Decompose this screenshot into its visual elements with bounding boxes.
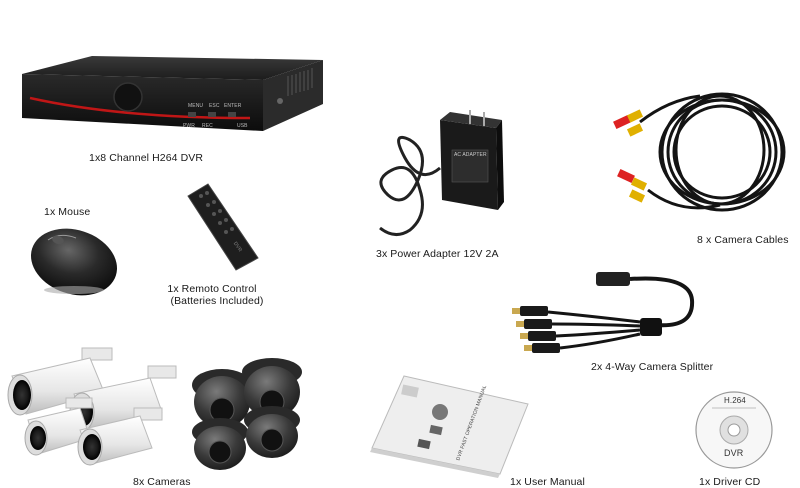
remote-label: 1x Remoto Control (Batteries Included) — [152, 283, 272, 307]
splitter-label: 2x 4-Way Camera Splitter — [591, 361, 714, 373]
dvr-button-menu: MENU — [188, 103, 204, 109]
camera-cables-label: 8 x Camera Cables — [697, 234, 789, 246]
mouse-label: 1x Mouse — [44, 206, 91, 218]
driver-cd-bottom-text: DVR — [724, 448, 744, 458]
user-manual-label: 1x User Manual — [510, 476, 585, 488]
dvr-label: 1x8 Channel H264 DVR — [89, 152, 204, 164]
dvr-button-enter: ENTER — [224, 103, 242, 109]
cameras-label: 8x Cameras — [133, 476, 191, 488]
dvr-button-esc: ESC — [209, 103, 220, 109]
dvr-front-rec: REC — [202, 123, 213, 129]
driver-cd-label: 1x Driver CD — [699, 476, 761, 488]
driver-cd-top-text: H.264 — [724, 396, 746, 405]
remote-label-line2: (Batteries Included) — [170, 295, 264, 307]
remote-label-line1: 1x Remoto Control — [167, 283, 257, 295]
power-adapter-label: 3x Power Adapter 12V 2A — [376, 248, 499, 260]
power-adapter-sticker: AC ADAPTER — [454, 152, 487, 158]
dvr-front-pwr: PWR — [183, 123, 195, 129]
dvr-front-usb: USB — [237, 123, 248, 129]
